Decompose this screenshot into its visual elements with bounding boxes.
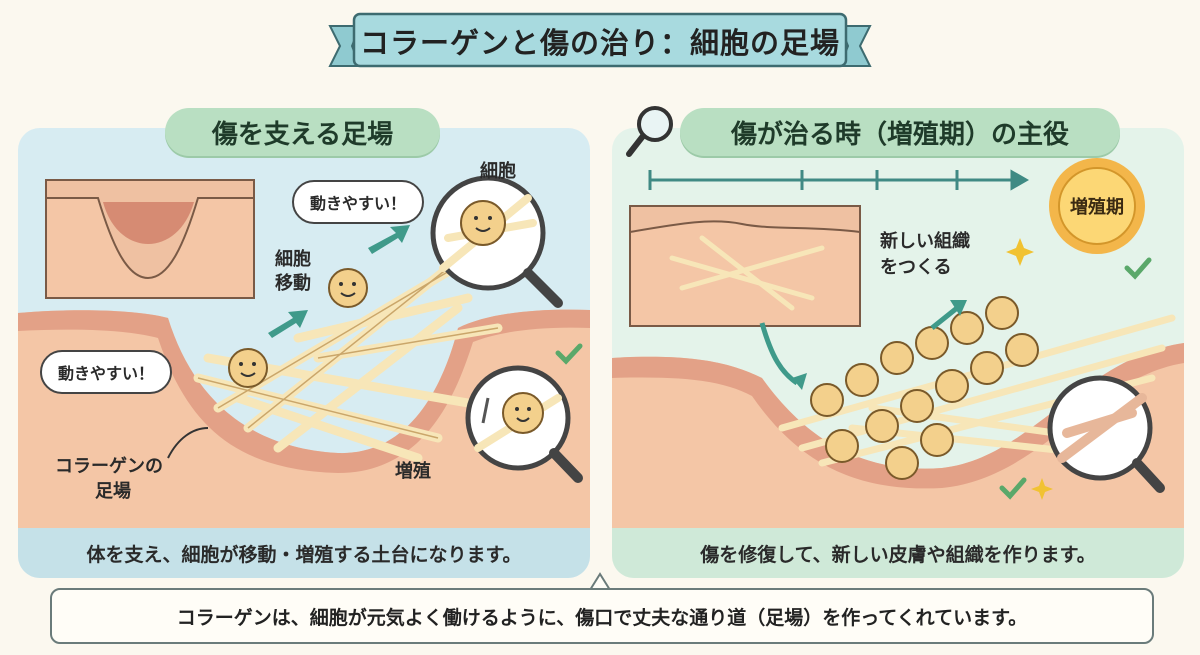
magnifier-icon: [465, 365, 583, 483]
label-proliferation: 増殖: [395, 461, 431, 482]
label-cell-move-1: 細胞: [275, 249, 311, 270]
left-caption: 体を支え、細胞が移動・増殖する土台になります。: [18, 528, 590, 578]
cell-moving-bottom: [228, 348, 268, 388]
arrow-icon: [930, 306, 959, 330]
bottom-note: コラーゲンは、細胞が元気よく働けるように、傷口で丈夫な通り道（足場）を作ってくれ…: [50, 588, 1154, 644]
speech-bubble-top: 動きやすい！: [292, 180, 425, 224]
cell-moving-top: [328, 268, 368, 308]
label-cell: 細胞: [480, 161, 516, 182]
sparkle-icon: [1006, 238, 1053, 500]
right-heading: 傷が治る時（増殖期）の主役: [680, 108, 1120, 156]
shovel-icon: [481, 397, 490, 424]
check-icon: [999, 257, 1152, 500]
label-new-tissue-1: 新しい組織: [880, 231, 970, 252]
page-title: コラーゲンと傷の治り：細胞の足場: [359, 26, 840, 60]
arrow-icon: [268, 225, 410, 338]
right-caption: 傷を修復して、新しい皮膚や組織を作ります。: [612, 528, 1184, 578]
magnifier-icon: [626, 106, 673, 157]
right-panel: [612, 128, 1184, 578]
label-new-tissue-2: をつくる: [880, 257, 952, 278]
cell-cluster: [810, 296, 1039, 480]
label-collagen-1: コラーゲンの: [55, 456, 163, 477]
proliferation-badge: 増殖期: [1070, 197, 1124, 218]
speech-bubble-bottom: 動きやすい！: [40, 350, 173, 394]
arrow-icon: [648, 169, 1030, 191]
magnifier-icon: [430, 175, 563, 308]
wound-inset: [629, 205, 861, 327]
left-panel: [18, 128, 590, 578]
arrow-icon: [759, 322, 799, 386]
magnifier-icon: [1047, 375, 1165, 493]
sun-badge-icon: [1049, 158, 1145, 254]
wound-inset: [45, 179, 255, 299]
label-collagen-2: 足場: [95, 481, 131, 502]
left-wound-illustration: [18, 175, 590, 528]
title-ribbon: [328, 12, 872, 68]
left-heading: 傷を支える足場: [165, 108, 440, 156]
connector-notch: [589, 572, 611, 591]
check-icon: [555, 343, 583, 365]
right-wound-illustration: [612, 158, 1184, 528]
label-cell-move-2: 移動: [275, 273, 311, 294]
